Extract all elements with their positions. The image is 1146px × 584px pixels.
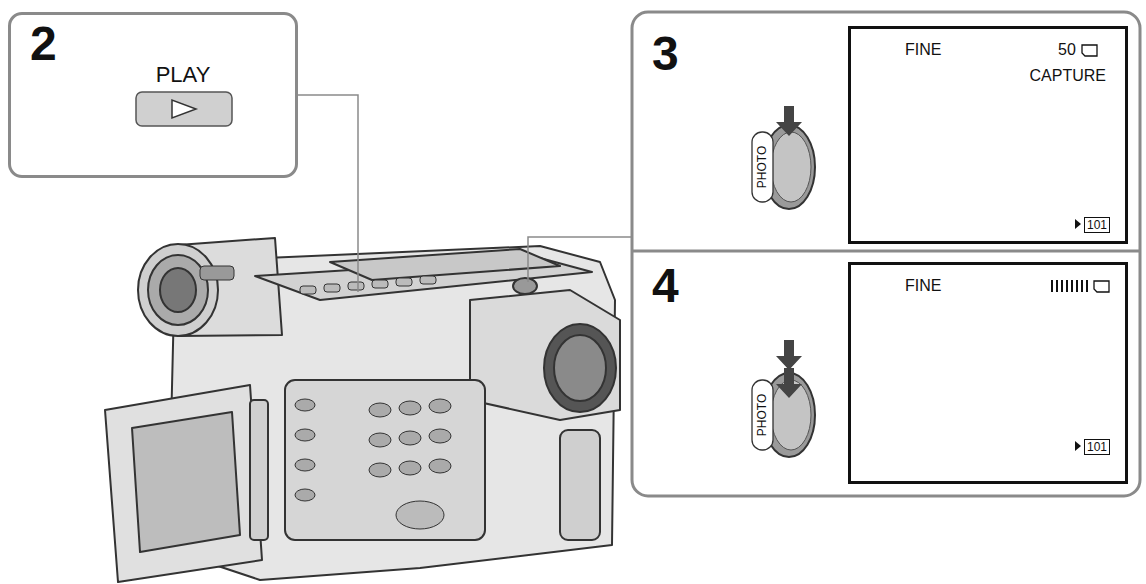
viewfinder — [470, 290, 620, 420]
display-text: 50 — [1058, 42, 1076, 58]
folder-number: 101 — [1084, 439, 1110, 455]
side-button — [429, 459, 451, 473]
top-button — [300, 286, 316, 294]
lens-ring — [148, 255, 208, 325]
progress-bar — [1052, 280, 1087, 292]
play-button — [136, 92, 232, 126]
display-text: FINE — [905, 278, 941, 294]
display-text: CAPTURE — [1030, 68, 1106, 84]
folder-marker — [1075, 441, 1081, 451]
step-number: 2 — [30, 20, 57, 68]
photo-button: PHOTO — [748, 340, 824, 466]
lcd-screen-panel: FINE 50CAPTURE 101 — [848, 26, 1128, 244]
side-button — [399, 431, 421, 445]
top-button — [420, 276, 436, 284]
leader-lines — [298, 95, 632, 292]
photo-button-small — [513, 278, 537, 294]
lcd-screen — [132, 412, 240, 552]
press-arrow — [776, 340, 802, 370]
speaker-grille — [396, 501, 444, 529]
step-panel: 3PHOTO FINE 50CAPTURE 101 — [640, 20, 1132, 248]
panel-divider — [632, 250, 1140, 253]
step-callout-box: 2PLAY — [8, 12, 298, 178]
side-button — [295, 429, 315, 441]
side-button — [429, 399, 451, 413]
side-button — [369, 403, 391, 417]
folder-marker — [1075, 219, 1081, 229]
display-text: PLAY — [156, 64, 211, 86]
eyepiece — [544, 324, 616, 412]
step-frame — [632, 12, 1140, 496]
memory-card-icon — [1082, 45, 1097, 56]
button-label: PHOTO — [756, 146, 768, 188]
button-highlight — [771, 132, 811, 202]
press-arrow — [776, 368, 802, 398]
lcd-panel — [105, 385, 262, 582]
memory-card-icon — [1094, 281, 1109, 292]
side-panel — [285, 380, 485, 540]
top-button — [348, 282, 364, 290]
zoom-lever — [200, 266, 234, 280]
side-button — [399, 401, 421, 415]
top-button — [372, 280, 388, 288]
hand-strap — [560, 430, 600, 540]
button-label-capsule — [752, 380, 773, 450]
lens-glass — [160, 268, 196, 312]
button-label-capsule — [752, 132, 773, 202]
side-button — [295, 459, 315, 471]
side-button — [399, 461, 421, 475]
folder-number: 101 — [1084, 217, 1110, 233]
side-button — [295, 489, 315, 501]
lcd-screen-panel: FINE 101 — [848, 262, 1128, 484]
step-number: 3 — [652, 30, 679, 78]
leader-line — [298, 95, 358, 292]
step-number: 4 — [652, 262, 679, 310]
camcorder-illustration — [105, 238, 620, 582]
callout-frames — [632, 12, 1140, 496]
play-button-body — [136, 92, 232, 126]
side-button — [295, 399, 315, 411]
display-text: FINE — [905, 42, 941, 58]
top-button — [396, 278, 412, 286]
play-triangle — [172, 100, 196, 118]
press-arrow — [776, 106, 802, 136]
lcd-hinge — [250, 400, 268, 540]
photo-button: PHOTO — [748, 96, 824, 218]
eyepiece-glass — [554, 335, 606, 401]
button-label: PHOTO — [756, 394, 768, 436]
step-panel: 4PHOTO FINE 101 — [640, 254, 1132, 490]
side-button — [369, 463, 391, 477]
carry-handle — [330, 249, 560, 280]
top-button — [324, 284, 340, 292]
leader-line — [528, 237, 632, 282]
side-button — [369, 433, 391, 447]
lens-hood — [138, 244, 218, 336]
side-button — [429, 429, 451, 443]
screen-icons — [1052, 45, 1109, 451]
